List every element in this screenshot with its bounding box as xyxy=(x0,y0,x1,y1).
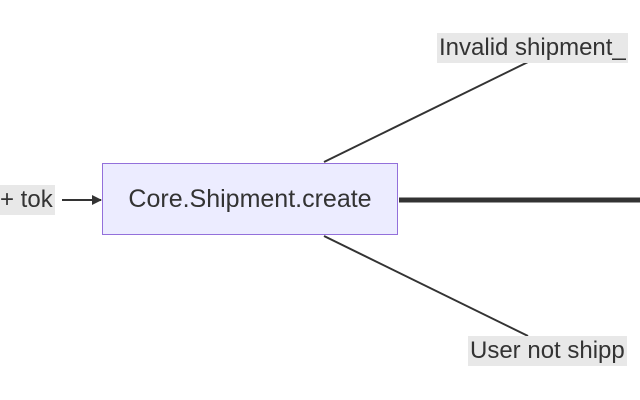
edge-label-invalid-shipment: Invalid shipment_ xyxy=(437,33,628,63)
edge-to-user-not-shipp xyxy=(323,235,529,337)
edge-label-tok: + tok xyxy=(0,185,55,215)
node-label: Core.Shipment.create xyxy=(128,184,372,213)
edge-label-user-not-shipp: User not shipp xyxy=(468,336,627,366)
node-core-shipment-create[interactable]: Core.Shipment.create xyxy=(102,163,398,235)
edge-to-invalid-shipment xyxy=(323,61,529,163)
